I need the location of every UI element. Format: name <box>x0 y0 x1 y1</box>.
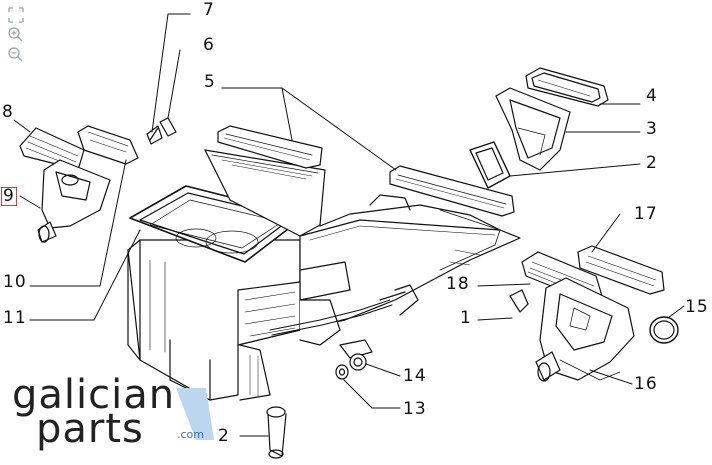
callout-15[interactable]: 15 <box>685 297 709 317</box>
callout-10[interactable]: 10 <box>3 272 27 292</box>
zoom-out-button[interactable] <box>6 46 26 64</box>
parts-2-3-4-vent-assembly <box>469 67 609 189</box>
callout-18[interactable]: 18 <box>446 274 470 294</box>
callout-11[interactable]: 11 <box>3 308 27 328</box>
callout-6[interactable]: 6 <box>203 35 215 55</box>
callout-8[interactable]: 8 <box>2 102 14 122</box>
zoom-out-icon <box>8 47 23 62</box>
callout-1[interactable]: 1 <box>460 308 472 328</box>
parts-13-14-nut-washer <box>335 353 367 380</box>
callout-5[interactable]: 5 <box>204 72 216 92</box>
callout-13[interactable]: 13 <box>403 399 427 419</box>
callout-14[interactable]: 14 <box>403 366 427 386</box>
heater-housing <box>127 149 521 401</box>
callout-9[interactable]: 9 <box>1 186 17 206</box>
part-2-drain-tube <box>266 406 287 459</box>
zoom-in-icon <box>8 27 23 42</box>
part-5-vent-strips <box>217 125 515 217</box>
fit-screen-icon <box>8 7 24 23</box>
parts-8-9-left-vent <box>19 125 139 243</box>
logo-line-galician: galician <box>12 372 176 418</box>
logo-accent-shape <box>176 388 214 440</box>
parts-16-17-18-right-vent <box>509 245 679 382</box>
callout-16[interactable]: 16 <box>634 374 658 394</box>
zoom-in-button[interactable] <box>6 26 26 44</box>
fit-screen-button[interactable] <box>6 6 26 24</box>
callout-3[interactable]: 3 <box>646 119 658 139</box>
parts-6-7-screws <box>146 117 177 145</box>
callout-2-top[interactable]: 2 <box>646 153 658 173</box>
callout-2-bottom[interactable]: 2 <box>218 426 230 446</box>
logo-dotcom: .com <box>177 428 204 441</box>
callout-7[interactable]: 7 <box>203 0 215 20</box>
callout-4[interactable]: 4 <box>646 86 658 106</box>
logo-line-parts: parts <box>36 406 144 452</box>
callout-17[interactable]: 17 <box>634 204 658 224</box>
leader-lines <box>13 13 685 437</box>
